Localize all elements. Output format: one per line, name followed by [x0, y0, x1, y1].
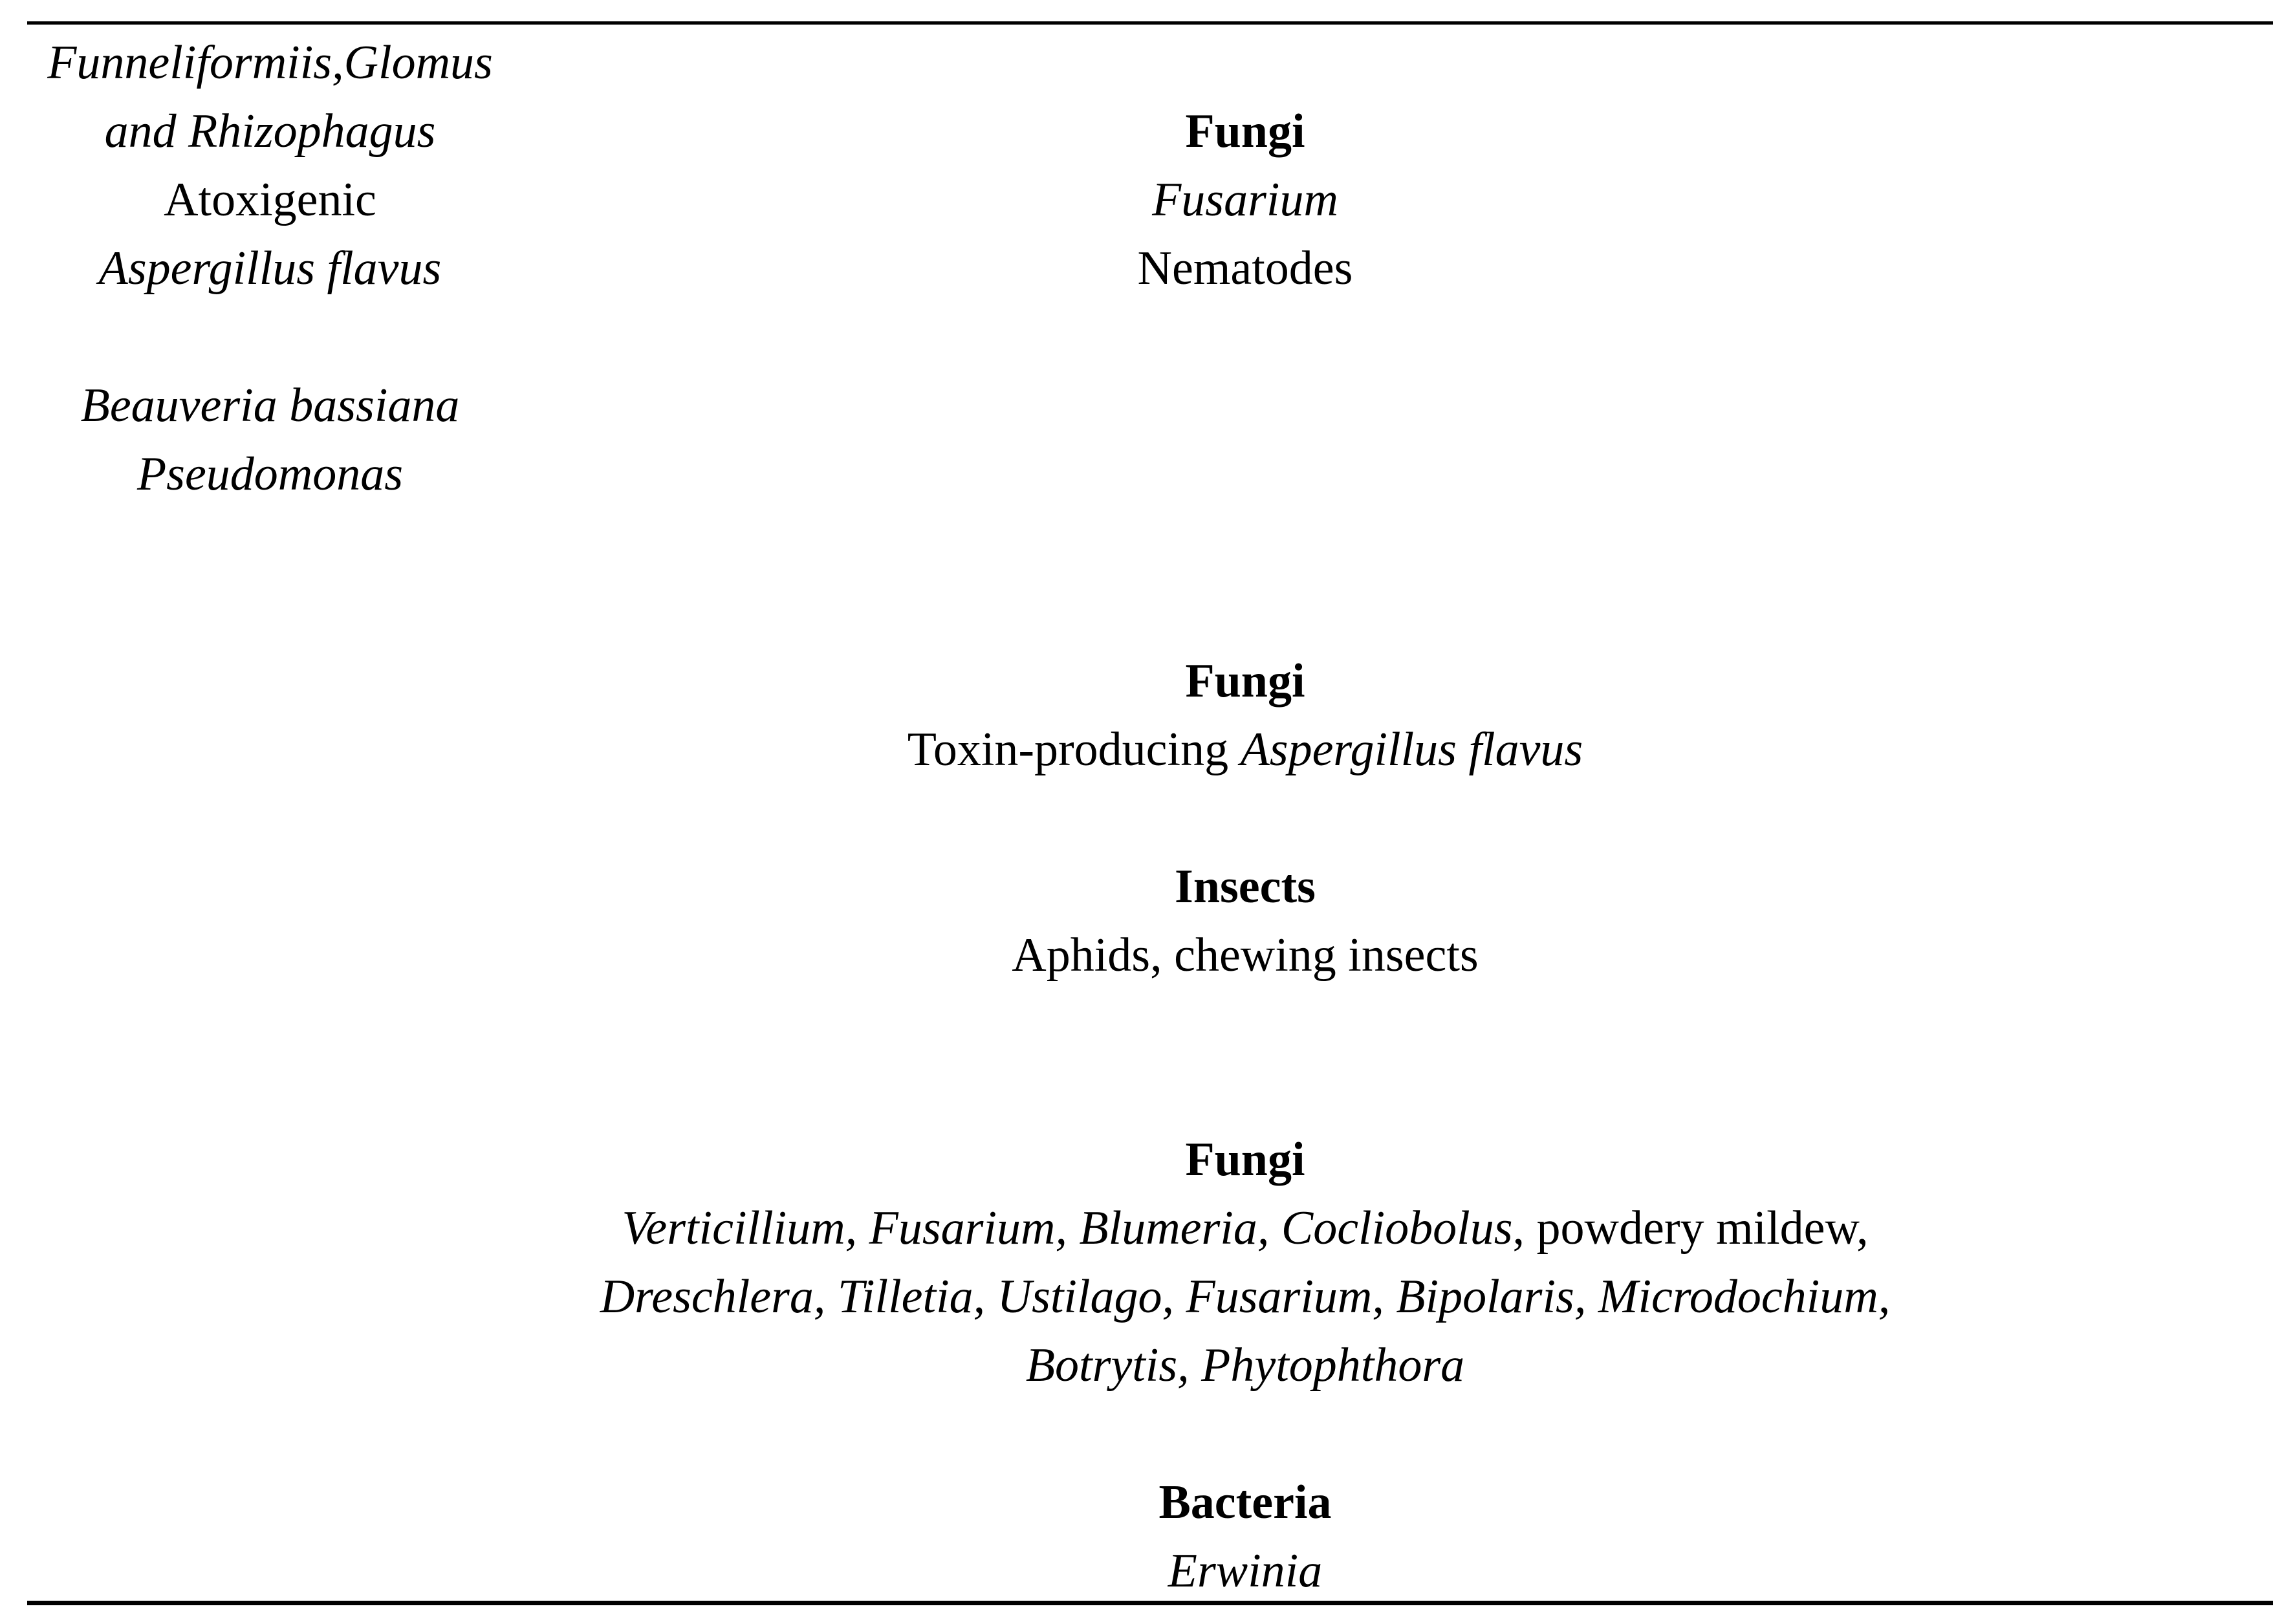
target-fungi-list-line-2: Dreschlera, Tilletia, Ustilago, Fusarium…: [600, 1270, 1891, 1323]
agent-line-3: Atoxigenic: [164, 173, 376, 226]
target-toxin-prefix: Toxin-producing: [907, 723, 1241, 776]
target-heading-fungi-3: Fungi: [1185, 1133, 1305, 1186]
target-heading-fungi-2: Fungi: [1185, 655, 1305, 708]
target-aspergillus-flavus: Aspergillus flavus: [1240, 723, 1583, 776]
target-toxin-aspergillus: Toxin-producing Aspergillus flavus: [414, 715, 2076, 784]
target-aphids: Aphids, chewing insects: [1012, 929, 1479, 982]
target-fungi-genera-1: Verticillium, Fusarium, Blumeria, Coclio…: [622, 1202, 1513, 1255]
agent-line-1: Funneliformiis,Glomus: [47, 36, 493, 89]
table-top-rule: [27, 21, 2273, 25]
target-powdery-mildew: , powdery mildew,: [1512, 1202, 1869, 1255]
target-erwinia: Erwinia: [1168, 1544, 1323, 1597]
target-fusarium: Fusarium: [1152, 173, 1338, 226]
target-heading-insects: Insects: [1175, 860, 1316, 913]
target-fungi-list-line-1: Verticillium, Fusarium, Blumeria, Coclio…: [414, 1194, 2076, 1262]
target-heading-bacteria: Bacteria: [1158, 1476, 1332, 1529]
table-bottom-rule: [27, 1601, 2273, 1605]
target-heading-fungi-1: Fungi: [1185, 105, 1305, 158]
agent-line-5: Beauveria bassiana: [80, 379, 460, 432]
agent-line-6: Pseudomonas: [136, 448, 404, 501]
target-fungi-list-line-3: Botrytis, Phytophthora: [1025, 1339, 1465, 1392]
target-nematodes: Nematodes: [1137, 242, 1353, 295]
agent-line-2: and Rhizophagus: [104, 105, 436, 158]
agent-line-4: Aspergillus flavus: [98, 242, 442, 295]
